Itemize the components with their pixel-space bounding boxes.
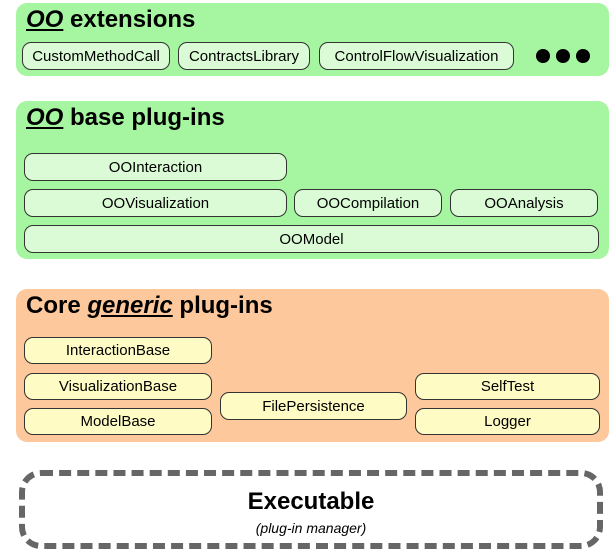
dot — [556, 49, 570, 63]
plugin-box-file-persistence: FilePersistence — [220, 392, 407, 420]
executable-box: Executable (plug-in manager) — [19, 470, 603, 549]
executable-title: Executable — [247, 488, 375, 515]
plugin-box-interaction-base: InteractionBase — [24, 337, 212, 364]
plugin-box-self-test: SelfTest — [415, 373, 600, 400]
plugin-box-custom-method-call: CustomMethodCall — [22, 42, 170, 70]
core-generic-title: Core generic plug-ins — [26, 292, 273, 320]
oo-extensions-layer: OO extensions CustomMethodCall Contracts… — [16, 3, 609, 76]
oo-base-title: OO base plug-ins — [26, 104, 225, 132]
ellipsis-dots-icon — [536, 49, 590, 63]
plugin-box-control-flow-visualization: ControlFlowVisualization — [319, 42, 514, 70]
core-generic-layer: Core generic plug-ins InteractionBase Vi… — [16, 289, 609, 442]
oo-base-layer: OO base plug-ins OOInteraction OOVisuali… — [16, 101, 609, 259]
plugin-box-model-base: ModelBase — [24, 408, 212, 435]
plugin-box-oo-visualization: OOVisualization — [24, 189, 287, 217]
plugin-box-logger: Logger — [415, 408, 600, 435]
plugin-box-oo-interaction: OOInteraction — [24, 153, 287, 181]
plugin-box-oo-model: OOModel — [24, 225, 599, 253]
core-title-rest: plug-ins — [172, 292, 273, 319]
core-title-em: generic — [87, 292, 173, 319]
core-title-pre: Core — [26, 292, 88, 319]
oo-extensions-title: OO extensions — [26, 6, 195, 34]
oo-base-title-em: OO — [26, 104, 64, 131]
plugin-box-visualization-base: VisualizationBase — [24, 373, 212, 400]
plugin-box-oo-analysis: OOAnalysis — [450, 189, 598, 217]
plugin-box-oo-compilation: OOCompilation — [294, 189, 442, 217]
plugin-box-contracts-library: ContractsLibrary — [178, 42, 310, 70]
oo-base-title-rest: base plug-ins — [63, 104, 225, 131]
oo-extensions-title-em: OO — [26, 6, 64, 33]
executable-subtitle: (plug-in manager) — [255, 520, 367, 536]
dot — [576, 49, 590, 63]
oo-extensions-title-rest: extensions — [63, 6, 196, 33]
dot — [536, 49, 550, 63]
